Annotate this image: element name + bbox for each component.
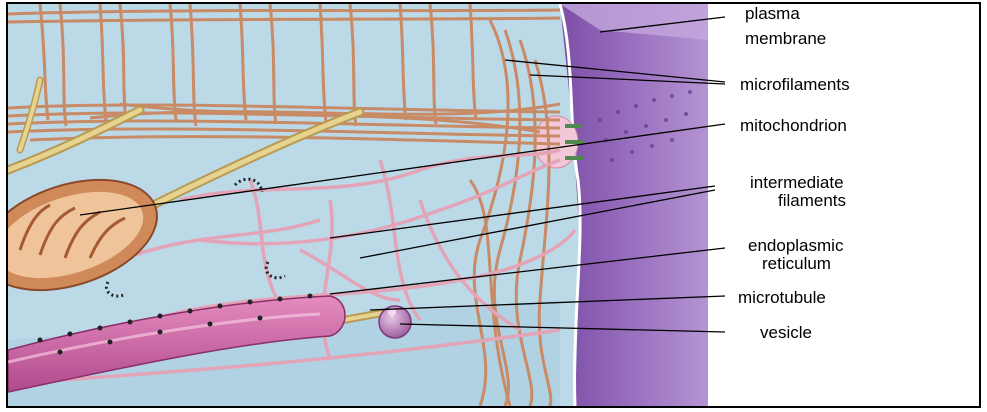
label-vesicle: vesicle: [760, 323, 812, 342]
label-endoplasmic: endoplasmic: [748, 236, 844, 255]
label-filaments: filaments: [778, 191, 846, 210]
label-mitochondrion: mitochondrion: [740, 116, 847, 135]
label-plasma: plasma: [745, 4, 800, 23]
label-reticulum: reticulum: [762, 254, 831, 273]
labels: plasma membrane microfilaments mitochond…: [738, 4, 850, 342]
label-microfilaments: microfilaments: [740, 75, 850, 94]
label-membrane: membrane: [745, 29, 826, 48]
label-microtubule: microtubule: [738, 288, 826, 307]
vesicle-shape: [379, 306, 411, 338]
label-intermediate: intermediate: [750, 173, 844, 192]
